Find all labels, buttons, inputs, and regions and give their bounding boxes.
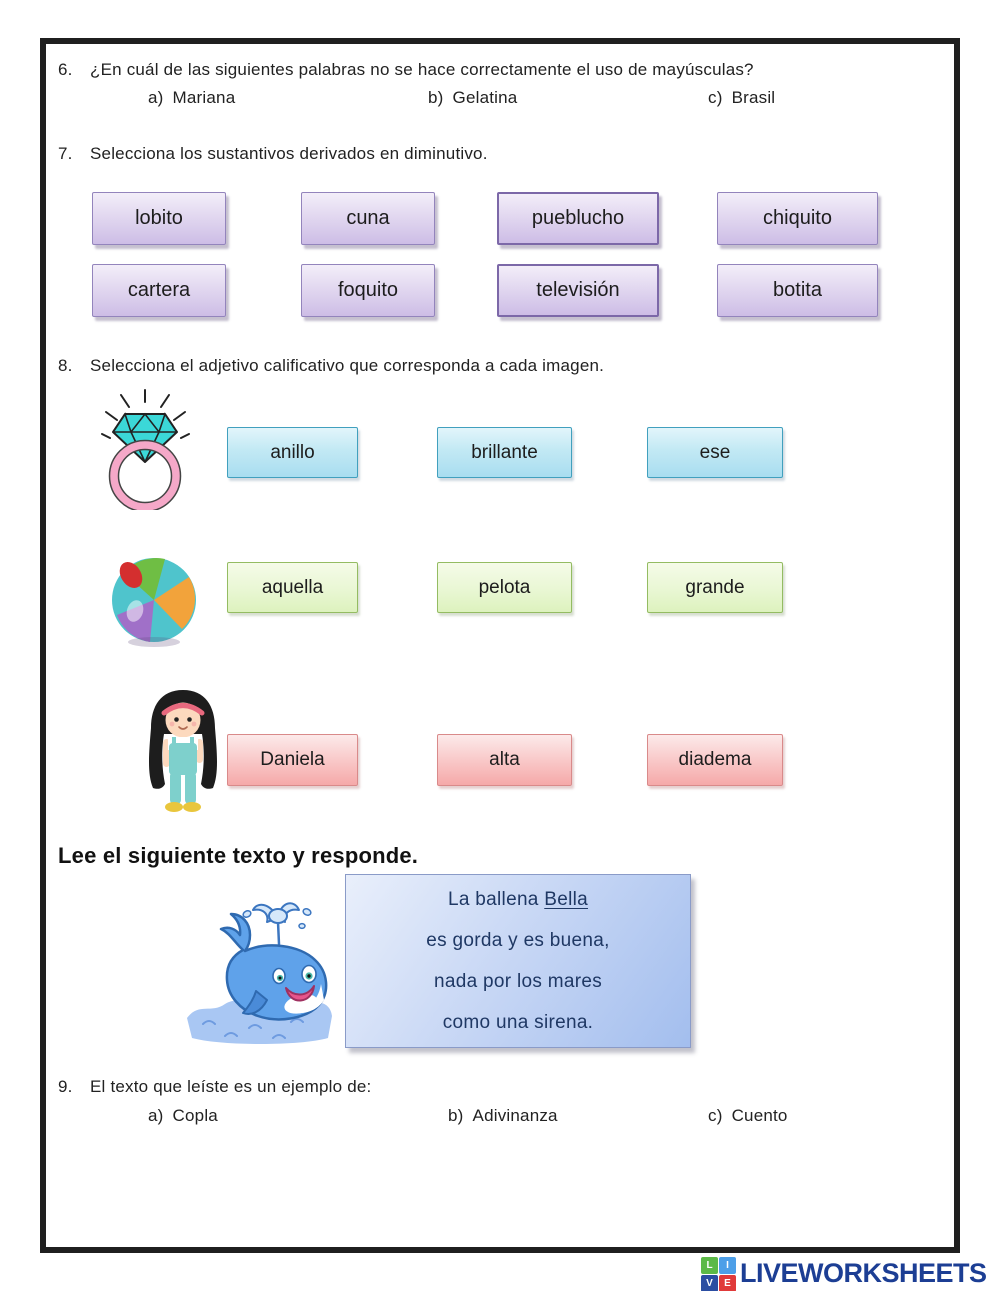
question-7-text: Selecciona los sustantivos derivados en … [90,144,488,163]
girl-illustration [149,690,217,812]
option-label: Copla [172,1106,218,1125]
beach-ball-icon [112,558,196,647]
poem-line-1: La ballena Bella [447,889,589,910]
option-label: Gelatina [452,88,518,107]
underlined-word: Bella [544,889,589,910]
reading-heading: Lee el siguiente texto y responde. [58,843,419,868]
poem-line-4: como una sirena. [442,1012,594,1033]
word-button-anillo[interactable]: anillo [227,427,358,478]
q9-option-b[interactable]: b) Adivinanza [448,1106,558,1126]
option-key: c) [708,1106,723,1125]
logo-square-l: L [701,1257,718,1274]
option-key: c) [708,88,723,107]
question-6-text: ¿En cuál de las siguientes palabras no s… [90,60,754,79]
word-button-diadema[interactable]: diadema [647,734,783,786]
word-button-chiquito[interactable]: chiquito [717,192,878,245]
option-label: Brasil [731,88,776,107]
poem-box: La ballena Bella es gorda y es buena, na… [345,874,691,1048]
word-button-pueblucho[interactable]: pueblucho [497,192,659,245]
question-8-text: Selecciona el adjetivo calificativo que … [90,356,605,375]
option-key: b) [428,88,444,107]
question-6: 6. ¿En cuál de las siguientes palabras n… [58,60,754,80]
poem-line-3: nada por los mares [433,971,603,992]
question-8: 8. Selecciona el adjetivo calificativo q… [58,356,604,376]
question-6-number: 6. [58,60,73,79]
logo-square-i: I [719,1257,736,1274]
option-key: a) [148,88,164,107]
question-9: 9. El texto que leíste es un ejemplo de: [58,1077,371,1097]
word-button-brillante[interactable]: brillante [437,427,572,478]
question-8-number: 8. [58,356,73,375]
logo-square-v: V [701,1275,718,1291]
word-button-lobito[interactable]: lobito [92,192,226,245]
liveworksheets-grid-icon: L I V E [701,1257,736,1291]
liveworksheets-logo[interactable]: L I V E LIVEWORKSHEETS [701,1255,987,1291]
word-button-television[interactable]: televisión [497,264,659,317]
word-button-botita[interactable]: botita [717,264,878,317]
poem-line-2: es gorda y es buena, [426,930,610,951]
option-label: Mariana [172,88,236,107]
question-9-number: 9. [58,1077,73,1096]
logo-square-e: E [719,1275,736,1291]
question-9-text: El texto que leíste es un ejemplo de: [90,1077,372,1096]
word-button-cartera[interactable]: cartera [92,264,226,317]
q6-option-a[interactable]: a) Mariana [148,88,235,108]
question-7: 7. Selecciona los sustantivos derivados … [58,144,488,164]
q9-option-a[interactable]: a) Copla [148,1106,218,1126]
q9-option-c[interactable]: c) Cuento [708,1106,788,1126]
word-button-pelota[interactable]: pelota [437,562,572,613]
word-button-alta[interactable]: alta [437,734,572,786]
option-key: a) [148,1106,164,1125]
q6-option-c[interactable]: c) Brasil [708,88,775,108]
whale-illustration [187,902,332,1044]
word-button-grande[interactable]: grande [647,562,783,613]
option-label: Cuento [731,1106,788,1125]
q6-option-b[interactable]: b) Gelatina [428,88,517,108]
option-key: b) [448,1106,464,1125]
word-button-daniela[interactable]: Daniela [227,734,358,786]
worksheet-border [40,38,960,1253]
option-label: Adivinanza [472,1106,558,1125]
brand-name: LIVEWORKSHEETS [740,1258,987,1288]
word-button-cuna[interactable]: cuna [301,192,435,245]
word-button-aquella[interactable]: aquella [227,562,358,613]
question-7-number: 7. [58,144,73,163]
word-button-ese[interactable]: ese [647,427,783,478]
diamond-ring-icon [101,389,190,510]
word-button-foquito[interactable]: foquito [301,264,435,317]
